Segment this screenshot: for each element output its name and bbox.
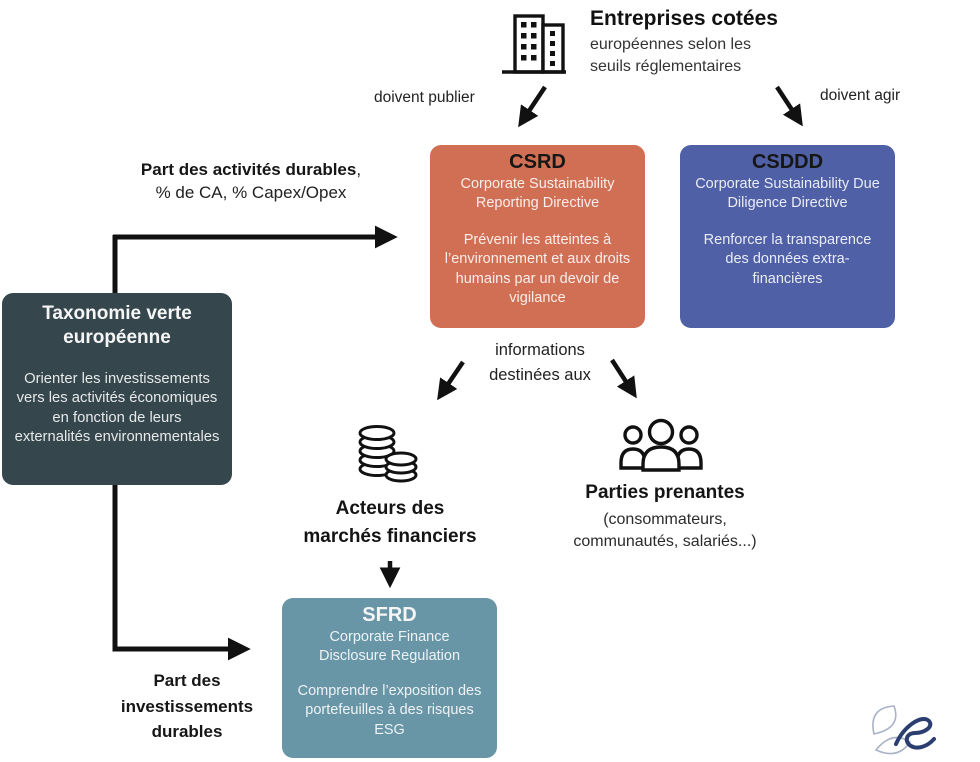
page-title: Entreprises cotées [590,7,778,30]
people-icon [619,418,703,472]
label-part-activites: Part des activités durables, % de CA, % … [120,160,382,203]
logo-e-glyph [894,717,936,750]
label-doivent-agir: doivent agir [820,87,901,104]
arrow-info-to-financial [437,360,465,401]
building-icon [502,14,566,74]
csrd-title: CSRD [509,151,566,173]
sfrd-title: SFRD [362,604,417,626]
brand-logo [872,705,936,755]
csddd-subtitle: Corporate Sustainability Due Diligence D… [695,176,880,212]
label-informations: informations destinées aux [489,341,591,384]
box-csddd: CSDDD Corporate Sustainability Due Dilig… [680,145,895,328]
sfrd-subtitle: Corporate Finance Disclosure Regulation [318,629,461,665]
csddd-body: Renforcer la transparence des données ex… [703,232,872,287]
csrd-subtitle: Corporate Sustainability Reporting Direc… [460,176,615,212]
box-sfrd: SFRD Corporate Finance Disclosure Regula… [282,598,497,758]
label-part-activites-bold: Part des activités durables [140,160,357,179]
sfrd-body: Comprendre l’exposition des portefeuille… [297,683,482,738]
stakeholders-block: Parties prenantes (consommateurs, commun… [545,479,785,553]
label-part-activites-line2: % de CA, % Capex/Opex [155,183,347,202]
taxonomy-title: Taxonomie verte européenne [42,303,192,348]
header-block: Entreprises cotées européennes selon les… [590,7,850,77]
page-subtitle: européennes selon les seuils réglementai… [590,36,752,75]
arrow-act [775,85,803,127]
label-financial-actors: Acteurs des marchés financiers [303,498,477,547]
csrd-body: Prévenir les atteintes à l’environnement… [444,232,631,306]
box-csrd: CSRD Corporate Sustainability Reporting … [430,145,645,328]
coins-icon [358,425,418,483]
csddd-title: CSDDD [751,151,824,173]
label-stakeholders-sub: (consommateurs, communautés, salariés...… [573,510,757,550]
arrow-info-to-stakeholders [610,358,637,399]
label-part-investissements: Part des investissements durables [120,671,254,741]
box-taxonomy: Taxonomie verte européenne Orienter les … [2,293,232,485]
taxonomy-body: Orienter les investissements vers les ac… [14,370,220,446]
label-part-activites-comma: , [356,160,362,179]
label-stakeholders-title: Parties prenantes [585,482,745,503]
label-doivent-publier: doivent publier [374,89,475,106]
arrow-publish [518,85,547,128]
